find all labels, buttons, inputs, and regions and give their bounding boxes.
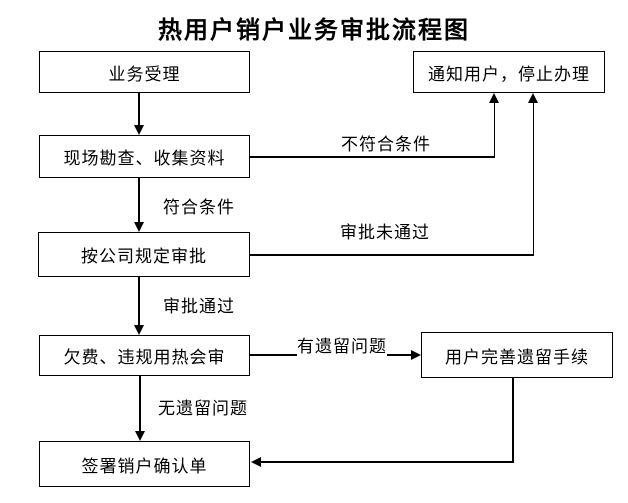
node-company-approval: 按公司规定审批 [38, 232, 250, 277]
connector-approval-to-notify-h [250, 254, 534, 256]
connector-approval-to-notify-v [532, 102, 534, 255]
edge-label-not-meet-conditions: 不符合条件 [341, 130, 431, 155]
connector-survey-to-approval [138, 178, 140, 223]
arrow-right-icon [411, 350, 421, 360]
connector-review-to-sign [139, 376, 141, 432]
node-site-survey-collect: 现场勘查、收集资料 [39, 135, 250, 178]
connector-complete-to-sign-h [260, 461, 514, 463]
arrow-down-icon [134, 125, 144, 135]
node-user-complete-procedures-label: 用户完善遗留手续 [445, 347, 589, 368]
edge-label-no-remaining-issues: 无遗留问题 [158, 394, 248, 419]
edge-label-approval-not-passed: 审批未通过 [340, 218, 430, 243]
node-user-complete-procedures: 用户完善遗留手续 [421, 332, 613, 378]
edge-label-has-remaining-issues: 有遗留问题 [297, 332, 387, 357]
connector-complete-to-sign-v [512, 378, 514, 462]
arrow-down-icon [134, 222, 144, 232]
node-company-approval-label: 按公司规定审批 [81, 247, 207, 267]
node-arrears-violation-review-label: 欠费、违规用热会审 [63, 348, 226, 368]
arrow-down-icon [135, 431, 145, 441]
node-site-survey-collect-label: 现场勘查、收集资料 [63, 149, 226, 169]
arrow-left-icon [251, 457, 261, 467]
diagram-title: 热用户销户业务审批流程图 [158, 16, 470, 44]
node-business-acceptance: 业务受理 [39, 51, 250, 93]
connector-business-to-survey [138, 93, 140, 126]
connector-survey-to-notify-h [250, 156, 495, 158]
node-arrears-violation-review: 欠费、违规用热会审 [39, 335, 250, 376]
arrow-down-icon [134, 325, 144, 335]
node-sign-cancellation-confirmation-label: 签署销户确认单 [81, 456, 208, 477]
connector-approval-to-review [138, 277, 140, 326]
arrow-up-icon [528, 93, 538, 103]
node-notify-user-stop: 通知用户，停止办理 [413, 51, 605, 93]
node-sign-cancellation-confirmation: 签署销户确认单 [39, 441, 250, 487]
edge-label-approval-passed: 审批通过 [163, 292, 235, 317]
node-business-acceptance-label: 业务受理 [108, 64, 181, 85]
node-notify-user-stop-label: 通知用户，停止办理 [428, 64, 590, 85]
arrow-up-icon [489, 93, 499, 103]
edge-label-meets-conditions: 符合条件 [163, 193, 235, 218]
connector-survey-to-notify-v [493, 102, 495, 157]
